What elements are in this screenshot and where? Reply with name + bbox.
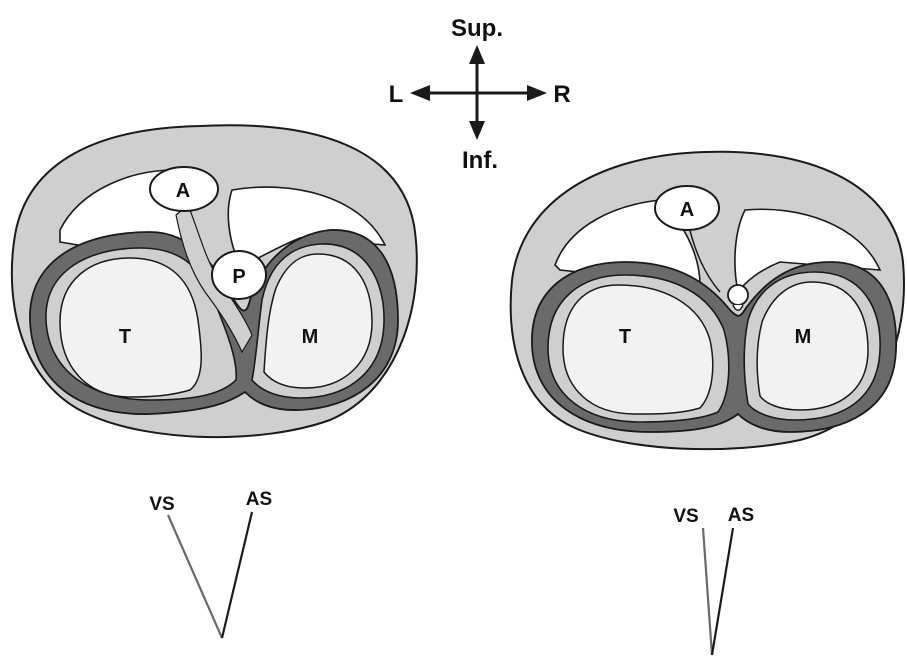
aorta-label-right: A (680, 199, 694, 221)
aorta-label-left: A (176, 180, 190, 202)
arrow-right-icon (527, 85, 547, 101)
vs-label-right: VS (673, 506, 698, 527)
pulmonary-label-left: P (232, 266, 245, 288)
vs-label-left: VS (149, 494, 174, 515)
as-pointer-line-right (712, 528, 733, 655)
vs-pointer-line-left (168, 515, 222, 638)
compass-label-left: L (389, 81, 404, 108)
vs-pointer-line-right (703, 528, 712, 655)
mitral-label-right: M (795, 326, 812, 348)
pulmonary-remnant-right (728, 285, 748, 305)
as-label-left: AS (246, 489, 272, 510)
compass-label-superior: Sup. (451, 15, 503, 42)
arrow-down-icon (469, 121, 485, 140)
as-label-right: AS (728, 505, 754, 526)
left-heart-section: A P T M VS AS (12, 125, 417, 638)
compass-label-inferior: Inf. (462, 147, 498, 174)
compass-label-right: R (553, 81, 570, 108)
mitral-label-left: M (302, 326, 319, 348)
mitral-orifice-right (757, 282, 868, 410)
arrow-left-icon (410, 85, 430, 101)
right-heart-section: A T M VS AS (511, 152, 904, 655)
arrow-up-icon (469, 45, 485, 64)
tricuspid-label-right: T (619, 326, 631, 348)
orientation-compass: Sup. Inf. L R (389, 15, 571, 174)
tricuspid-label-left: T (119, 326, 131, 348)
as-pointer-line-left (222, 512, 252, 638)
